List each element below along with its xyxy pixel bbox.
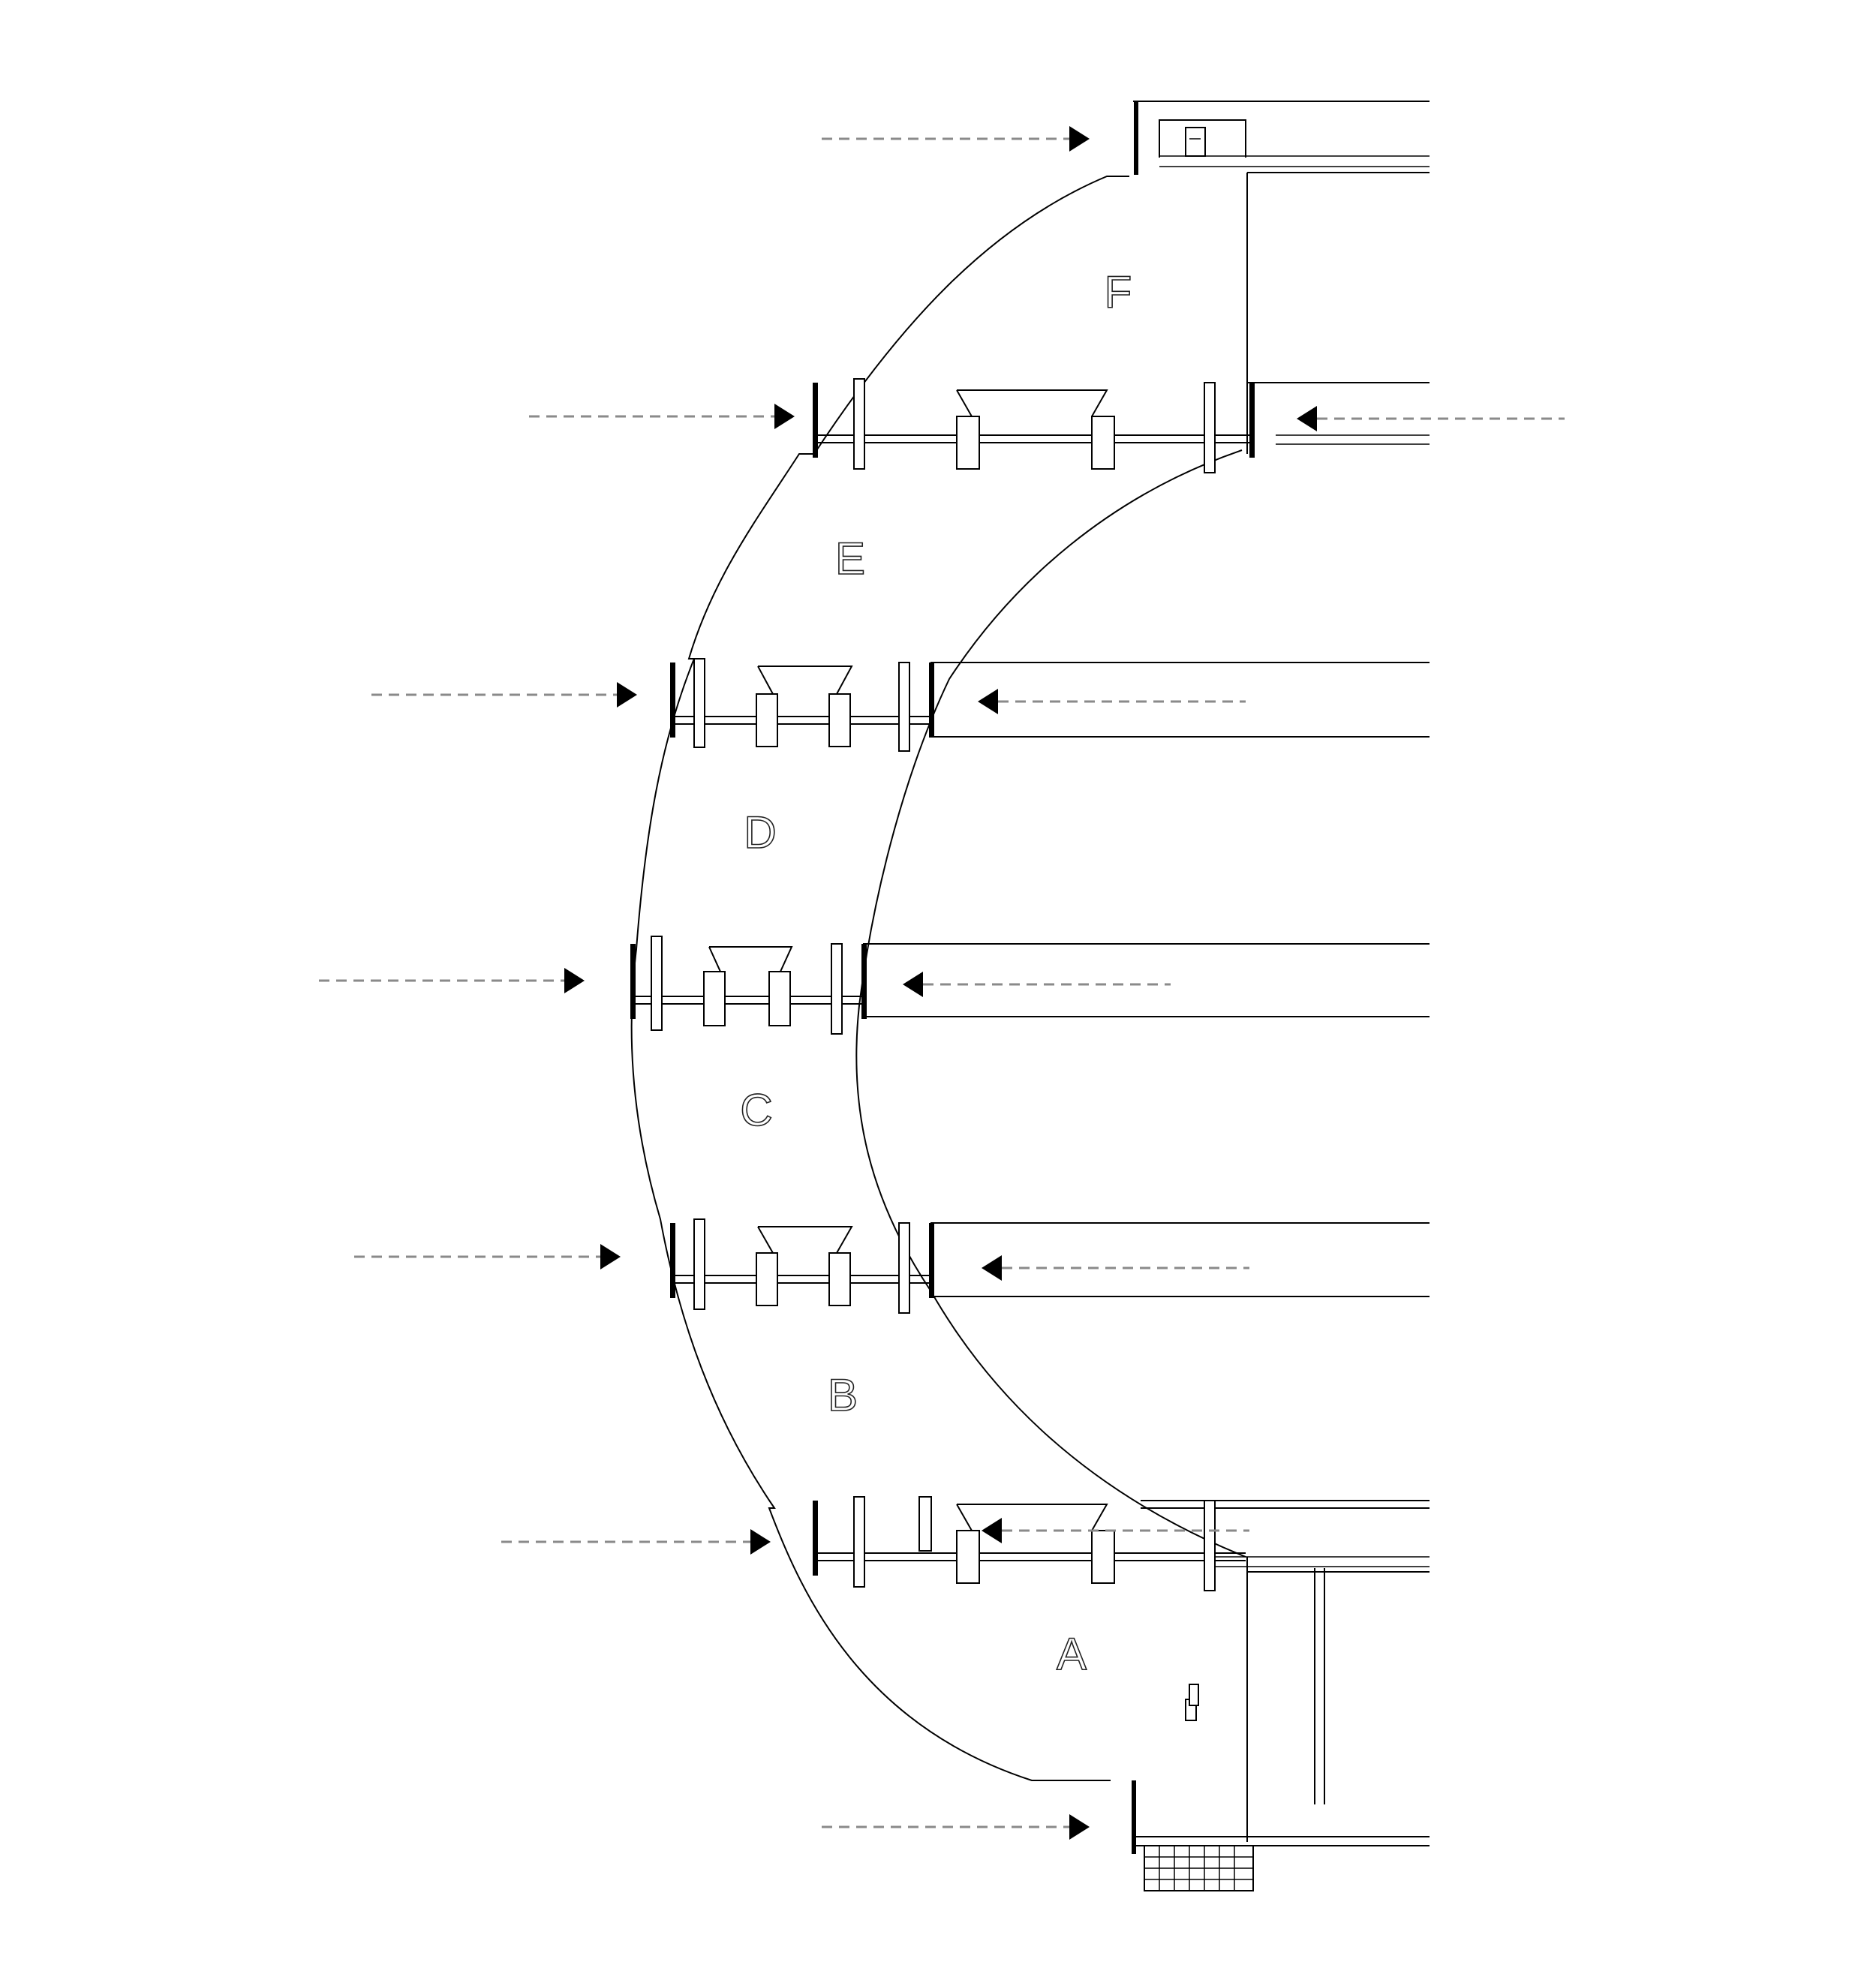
joint-c-b (670, 1218, 934, 1314)
segment-label-b: B (828, 1370, 858, 1420)
segment-label-f: F (1105, 267, 1132, 317)
force-arrow-right-3 (903, 972, 1171, 997)
force-arrow-left-6 (501, 1529, 771, 1555)
segment-label-d: D (744, 807, 776, 858)
force-arrow-left-1 (822, 126, 1090, 152)
force-arrow-left-4 (319, 968, 585, 993)
joint-b-a (813, 1496, 1246, 1591)
joint-e-d (670, 658, 934, 752)
segment-label-e: E (835, 533, 865, 584)
force-arrow-right-5 (982, 1518, 1249, 1543)
segment-labels: A B C D E F (740, 266, 1133, 1680)
force-arrow-right-4 (982, 1255, 1249, 1281)
force-arrow-right-1 (1297, 406, 1565, 431)
inner-arc (855, 449, 1246, 1558)
force-arrow-left-7 (822, 1814, 1090, 1840)
right-members (863, 101, 1430, 1846)
outer-arc (630, 176, 1129, 1781)
joint-d-c (630, 936, 867, 1035)
bottom-end-base (1132, 1699, 1254, 1891)
force-arrow-left-2 (529, 404, 795, 429)
force-arrow-right-2 (978, 689, 1246, 714)
top-end-bracket (1134, 101, 1246, 175)
left-force-arrows (319, 126, 1090, 1840)
force-arrow-left-3 (371, 682, 637, 708)
joint-f-e (813, 378, 1255, 473)
right-force-arrows (903, 406, 1565, 1543)
segment-label-c: C (740, 1085, 772, 1135)
segment-label-a: A (1057, 1629, 1087, 1679)
segment-a-marker (1189, 1684, 1199, 1706)
force-arrow-left-5 (354, 1244, 621, 1269)
